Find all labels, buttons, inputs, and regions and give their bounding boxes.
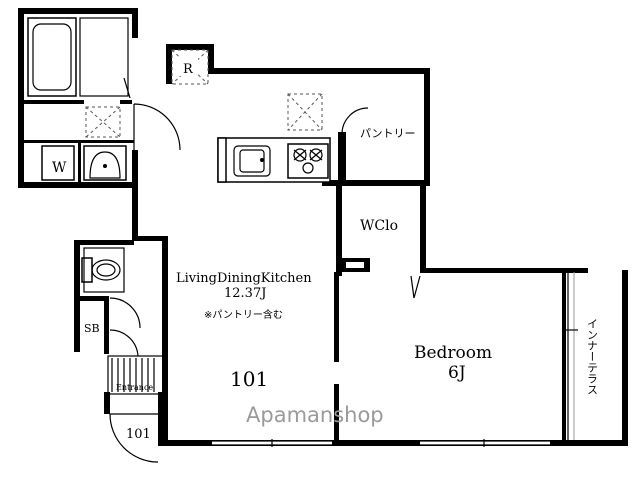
toilet-block — [74, 240, 134, 354]
ldk-name-label: LivingDiningKitchen — [176, 271, 312, 286]
watermark: Apamanshop — [246, 403, 384, 427]
toilet-door[interactable] — [109, 297, 141, 329]
inner-terrace: インナーテラス — [562, 270, 628, 446]
washroom-door[interactable] — [133, 103, 181, 151]
kitchen-counter — [217, 137, 331, 183]
bedroom-size-label: 6J — [448, 363, 466, 383]
entrance-step: Entrance — [107, 355, 165, 395]
bath-block — [18, 8, 138, 238]
washer-label: W — [52, 160, 67, 176]
bedroom-name-label: Bedroom — [414, 343, 492, 363]
entrance-number-label: 101 — [126, 427, 151, 442]
entrance-label: Entrance — [116, 383, 153, 392]
toilet-icon — [81, 257, 121, 283]
wash-basin-icon — [83, 145, 127, 181]
kitchen-vent-icon — [287, 93, 323, 131]
inner-terrace-label: インナーテラス — [586, 318, 599, 395]
wcloset-label: WClo — [360, 218, 398, 234]
entrance-door[interactable] — [109, 413, 159, 463]
shoebox-label: SB — [84, 322, 100, 335]
ldk-note-label: ※パントリー含む — [204, 308, 283, 321]
unit-number-label: 101 — [230, 367, 268, 391]
pantry-door[interactable] — [341, 107, 369, 135]
washing-machine: W — [41, 145, 75, 181]
bathtub-icon — [27, 17, 77, 97]
refrigerator-icon: R — [171, 49, 209, 85]
pantry-label: パントリー — [360, 127, 416, 140]
ventilation-icon — [85, 106, 121, 138]
main-walls — [132, 44, 588, 446]
windows — [212, 439, 550, 447]
bath-floor — [79, 17, 129, 97]
ldk-size-label: 12.37J — [224, 286, 266, 301]
refrigerator-label: R — [183, 62, 194, 77]
